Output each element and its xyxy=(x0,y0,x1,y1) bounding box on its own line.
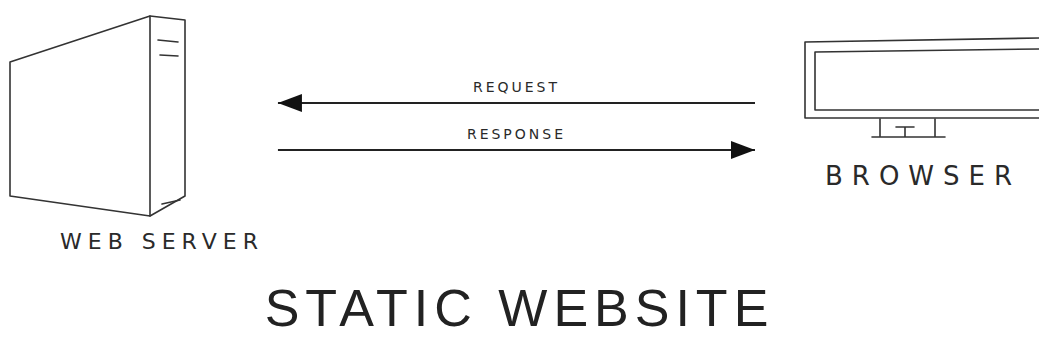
monitor-stand xyxy=(872,119,945,137)
browser-node: BROWSER xyxy=(790,35,1030,195)
node-label: BROWSER xyxy=(825,162,1021,191)
arrow-connector xyxy=(278,149,755,151)
diagram-title: STATIC WEBSITE xyxy=(0,280,1039,337)
arrow-connector xyxy=(278,102,755,104)
node-label: WEB SERVER xyxy=(60,230,264,254)
arrow-label: REQUEST xyxy=(470,79,563,96)
server-front-face xyxy=(10,16,150,216)
monitor-screen xyxy=(815,49,1039,110)
server-node: WEB SERVER xyxy=(5,8,270,258)
server-slot-lines xyxy=(158,40,180,204)
server-side-face xyxy=(150,16,185,216)
monitor-frame xyxy=(805,38,1039,118)
arrow-label: RESPONSE xyxy=(464,126,569,143)
